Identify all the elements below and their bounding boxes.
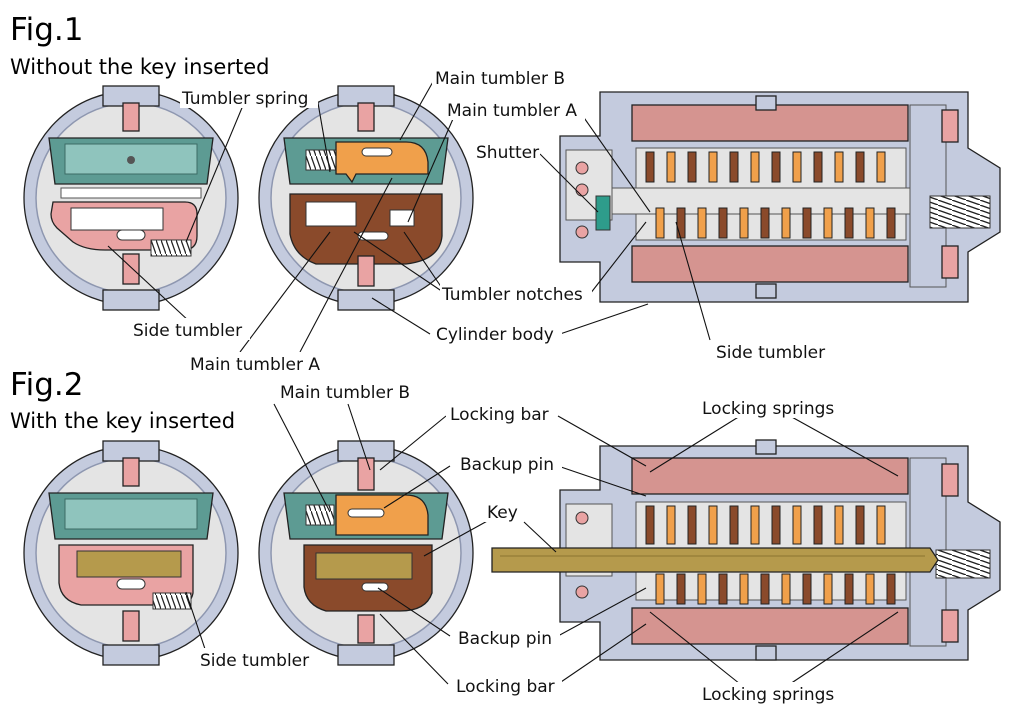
label-key: Key xyxy=(487,503,518,523)
tumbler-plate xyxy=(771,505,781,545)
tumbler-plate xyxy=(750,151,760,183)
label-tumbler-spring: Tumbler spring xyxy=(181,89,308,109)
fig2-section-side-view xyxy=(23,440,239,666)
tumbler-plate xyxy=(729,151,739,183)
tumbler-plate xyxy=(687,505,697,545)
tumbler-plate xyxy=(771,151,781,183)
tumbler-plate xyxy=(865,207,875,239)
label-backup-pin-bottom: Backup pin xyxy=(458,629,552,649)
main-tumbler-b-shape xyxy=(335,141,429,184)
tumbler-plate xyxy=(739,573,749,605)
label-shutter: Shutter xyxy=(476,143,539,163)
label-locking-springs-bottom: Locking springs xyxy=(702,685,834,705)
label-locking-bar-top: Locking bar xyxy=(450,405,549,425)
label-locking-bar-bottom: Locking bar xyxy=(456,677,555,697)
tumbler-plate xyxy=(781,207,791,239)
tumbler-plate xyxy=(676,207,686,239)
fig1-section-side-view xyxy=(23,85,239,311)
tumbler-plate xyxy=(886,207,896,239)
label-main-tumbler-a-fig1: Main tumbler A xyxy=(447,101,577,121)
tumbler-plate xyxy=(666,151,676,183)
tumbler-plate xyxy=(655,207,665,239)
fig1-subtitle: Without the key inserted xyxy=(10,55,269,79)
tumbler-plate xyxy=(886,573,896,605)
tumbler-plate xyxy=(792,151,802,183)
tumbler-plate xyxy=(813,151,823,183)
tumbler-plate xyxy=(760,573,770,605)
leader-lines xyxy=(107,79,899,685)
tumbler-plate xyxy=(834,505,844,545)
tumbler-plate xyxy=(865,573,875,605)
label-locking-springs-top: Locking springs xyxy=(702,399,834,419)
tumbler-plate xyxy=(666,505,676,545)
tumbler-plate xyxy=(676,573,686,605)
key-blade xyxy=(491,547,939,573)
label-cylinder-body: Cylinder body xyxy=(436,325,554,345)
label-main-tumbler-b-fig1: Main tumbler B xyxy=(435,69,565,89)
tumbler-plate xyxy=(876,151,886,183)
tumbler-plate xyxy=(855,505,865,545)
tumbler-plate xyxy=(792,505,802,545)
tumbler-plate xyxy=(813,505,823,545)
tumbler-plate xyxy=(687,151,697,183)
labels: Tumbler spring Main tumbler B Main tumbl… xyxy=(130,66,842,705)
label-tumbler-notches: Tumbler notches xyxy=(441,285,583,305)
tumbler-plate xyxy=(823,207,833,239)
tumbler-plate xyxy=(697,207,707,239)
label-backup-pin-top: Backup pin xyxy=(460,455,554,475)
fig1-section-main-view xyxy=(258,85,474,311)
fig2-title: Fig.2 xyxy=(10,367,83,403)
tumbler-plate xyxy=(802,573,812,605)
tumbler-plate xyxy=(823,573,833,605)
label-main-tumbler-b-fig2: Main tumbler B xyxy=(280,383,410,403)
label-main-tumbler-a-fig2: Main tumbler A xyxy=(190,355,320,375)
fig2-longitudinal-section xyxy=(491,439,1001,661)
tumbler-plate xyxy=(750,505,760,545)
label-side-tumbler-fig2: Side tumbler xyxy=(200,651,309,671)
tumbler-plate xyxy=(708,151,718,183)
fig2-section-main-view xyxy=(258,440,474,666)
label-side-tumbler-fig1-right: Side tumbler xyxy=(716,343,825,363)
fig1-longitudinal-section xyxy=(559,91,1001,303)
fig1-title: Fig.1 xyxy=(10,12,83,48)
tumbler-plate xyxy=(834,151,844,183)
tumbler-plate xyxy=(844,207,854,239)
tumbler-plate xyxy=(655,573,665,605)
tumbler-plate xyxy=(645,505,655,545)
tumbler-plate xyxy=(718,207,728,239)
tumbler-plate xyxy=(760,207,770,239)
tumbler-plate xyxy=(802,207,812,239)
fig2-subtitle: With the key inserted xyxy=(10,409,235,433)
tumbler-plate xyxy=(729,505,739,545)
key-profile xyxy=(76,550,182,578)
tumbler-plate xyxy=(718,573,728,605)
tumbler-plate xyxy=(855,151,865,183)
tumbler-plate xyxy=(876,505,886,545)
tumbler-plate xyxy=(708,505,718,545)
tumbler-plate xyxy=(844,573,854,605)
tumbler-plate xyxy=(781,573,791,605)
tumbler-plate xyxy=(739,207,749,239)
tumbler-plate xyxy=(645,151,655,183)
tumbler-plate xyxy=(697,573,707,605)
label-side-tumbler-fig1: Side tumbler xyxy=(133,321,242,341)
shutter-part xyxy=(595,195,611,231)
